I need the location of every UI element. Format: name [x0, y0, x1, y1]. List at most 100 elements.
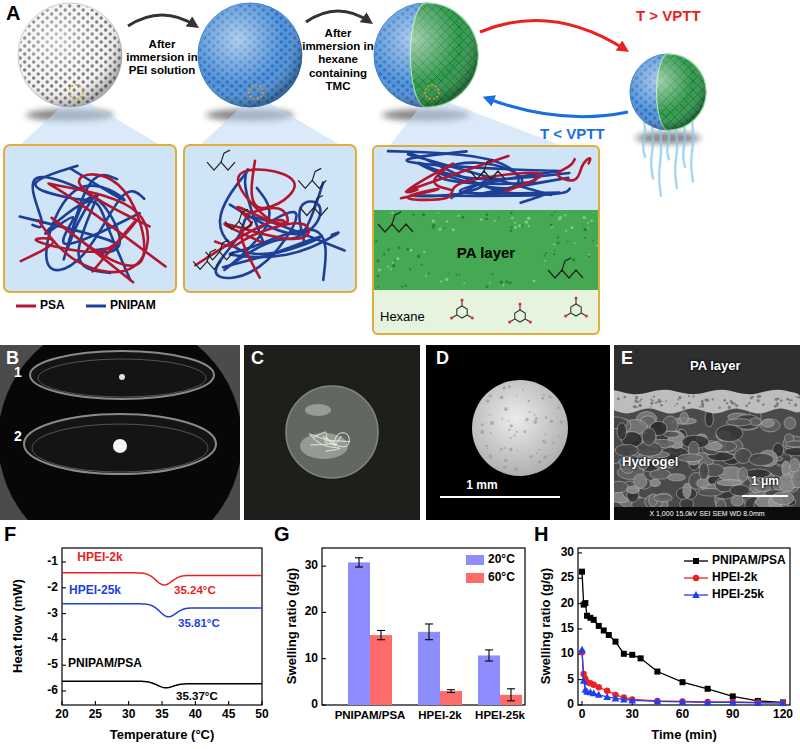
peak-label: 35.37°C [176, 690, 218, 703]
hydrogel-sphere [374, 3, 478, 107]
membrane-inset [585, 314, 588, 317]
sem-image [797, 396, 800, 399]
sem-image [674, 405, 675, 406]
sem-image [617, 397, 620, 400]
sem-image [776, 404, 778, 406]
sem-image [658, 400, 661, 403]
sem-image [706, 399, 709, 402]
water-drip [651, 124, 653, 178]
membrane-inset [406, 156, 508, 192]
photo-dry-sphere [549, 455, 550, 456]
dsc-chart [62, 690, 66, 691]
membrane-inset [558, 217, 561, 220]
data-series [779, 699, 787, 706]
data-series [629, 696, 635, 702]
tick-label: 5 [567, 673, 574, 687]
membrane-inset [392, 212, 401, 224]
legend-swatch [466, 573, 484, 583]
legend-sample [86, 305, 106, 308]
molecular-inset [184, 145, 356, 292]
bar-chart [355, 566, 363, 567]
tick-label: 0 [311, 698, 318, 712]
molecular-inset [4, 145, 176, 292]
hydrogel-sphere [19, 4, 121, 106]
molecular-inset [239, 209, 248, 221]
photo-dry-sphere [500, 395, 504, 399]
membrane-inset [588, 255, 590, 257]
membrane-inset [485, 286, 488, 289]
photo-dishes [0, 345, 240, 520]
bar-chart [488, 650, 489, 661]
membrane-inset [584, 237, 586, 239]
sem-image [634, 399, 637, 402]
dsc-chart [62, 548, 262, 705]
photo-dry-sphere [426, 345, 610, 520]
membrane-inset [422, 213, 425, 216]
membrane-inset [437, 212, 439, 214]
membrane-inset [583, 228, 586, 231]
sem-image [735, 404, 738, 407]
hydrogel-sphere [18, 3, 122, 107]
photo-dry-sphere [527, 400, 529, 402]
photo-dry-sphere [514, 435, 516, 437]
scale-label: 1 μm [751, 475, 779, 489]
sem-image [731, 496, 743, 507]
sem-image [701, 400, 704, 403]
membrane-inset [588, 227, 590, 229]
data-series [638, 655, 644, 661]
sem-image [780, 400, 782, 402]
axis-title: Temperature (°C) [110, 728, 215, 743]
legend-text: PNIPAM [110, 299, 156, 313]
data-series [612, 694, 620, 701]
hydrogel-sphere [630, 54, 706, 130]
sem-image [784, 417, 796, 429]
membrane-inset [457, 306, 467, 318]
membrane-inset [471, 316, 474, 319]
bar-chart [425, 623, 433, 624]
membrane-inset [458, 214, 460, 216]
photo-dry-sphere [503, 466, 506, 469]
dsc-chart [62, 665, 66, 666]
hydrogel-sphere [18, 3, 122, 107]
data-series [582, 572, 783, 703]
data-series [578, 646, 787, 706]
legend-text: PSA [40, 299, 65, 313]
sem-image [640, 398, 642, 400]
sem-image [730, 485, 750, 496]
membrane-inset [409, 268, 411, 270]
membrane-inset [571, 304, 581, 316]
tick-label: 30 [626, 708, 639, 722]
dsc-chart [62, 613, 66, 614]
sem-image [734, 403, 736, 405]
step-label: After immersion in PEI solution [122, 38, 202, 78]
membrane-inset [417, 255, 420, 258]
hydrogel-sphere [69, 85, 83, 99]
membrane-inset [446, 220, 448, 222]
membrane-inset [387, 265, 389, 267]
tick-label: 0 [567, 698, 574, 712]
sem-image [660, 404, 662, 406]
membrane-inset [470, 171, 505, 179]
hydrogel-sphere [198, 3, 302, 107]
panel-letter: H [534, 523, 548, 546]
membrane-inset [548, 270, 583, 278]
tick-label: 60 [676, 708, 689, 722]
tick-label: -1 [47, 555, 58, 569]
sem-image [750, 397, 753, 400]
membrane-inset [494, 220, 496, 222]
data-series [579, 569, 786, 706]
photo-dry-sphere [486, 448, 488, 450]
dsc-chart [128, 701, 129, 705]
tick-label: 10 [305, 652, 318, 666]
photo-dry-sphere [548, 395, 551, 398]
molecular-inset [193, 261, 221, 269]
tick-label: -4 [47, 632, 58, 646]
dsc-chart [95, 701, 96, 705]
membrane-inset [518, 224, 521, 227]
sem-image [650, 402, 653, 405]
hydrogel-sphere [631, 55, 705, 129]
inset-box: PA layerHexane [372, 145, 600, 335]
sem-image [637, 406, 639, 408]
photo-dry-sphere [544, 433, 546, 435]
membrane-inset [529, 320, 532, 323]
